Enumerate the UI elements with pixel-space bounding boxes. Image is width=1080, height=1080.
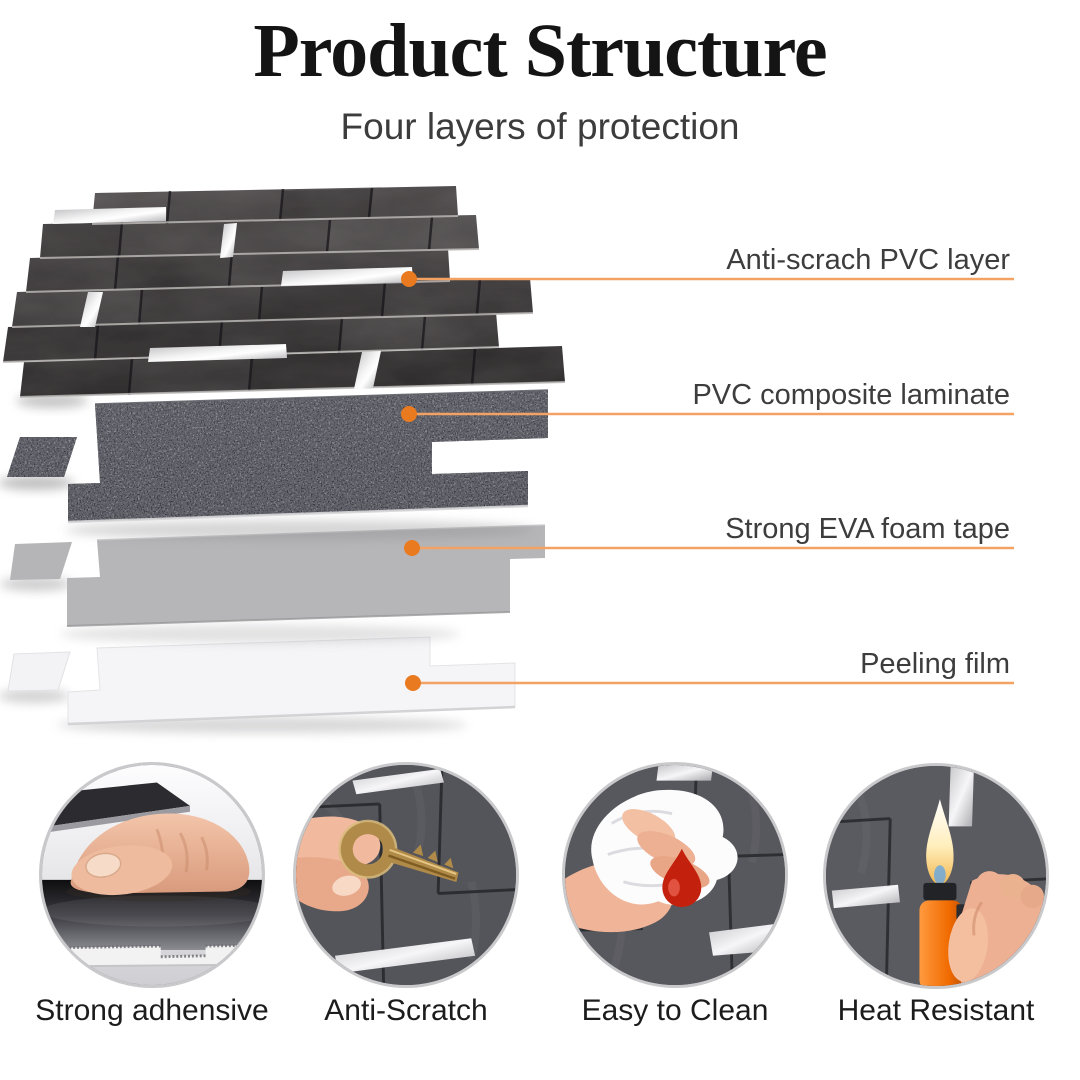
feature-caption-easy-to-clean: Easy to Clean xyxy=(581,994,769,1027)
lighter-flame-icon xyxy=(826,766,1046,986)
soft-shadows-mid xyxy=(0,577,460,643)
leader-line-peeling-film xyxy=(405,675,1014,691)
layer-stack-diagram xyxy=(0,186,1014,733)
feature-photo-anti-scratch xyxy=(293,762,519,988)
feature-photo-heat-resistant xyxy=(823,763,1049,989)
layer-label-laminate: PVC composite laminate xyxy=(692,379,1010,411)
leader-line-laminate xyxy=(401,406,1014,422)
film-layer xyxy=(7,636,516,726)
tile-seams xyxy=(93,187,482,396)
marble-layer xyxy=(2,186,566,398)
feature-caption-strong-adhesive: Strong adhensive xyxy=(35,994,269,1027)
feature-caption-anti-scratch: Anti-Scratch xyxy=(324,994,488,1027)
leader-lines xyxy=(401,271,1014,691)
leader-line-foam-tape xyxy=(404,540,1014,556)
feature-caption-heat-resistant: Heat Resistant xyxy=(837,994,1035,1027)
leader-line-pvc-layer xyxy=(401,271,1014,287)
layer-label-foam: Strong EVA foam tape xyxy=(725,513,1010,545)
layer-label-pvc: Anti-scrach PVC layer xyxy=(726,244,1010,276)
layer-label-film: Peeling film xyxy=(860,648,1010,680)
page-title: Product Structure xyxy=(253,9,827,93)
brass-key xyxy=(338,819,459,882)
hand-pressing-tile-icon xyxy=(42,765,262,985)
key-scratch-icon xyxy=(296,765,516,985)
wipe-and-drop-icon xyxy=(565,765,785,985)
page-subtitle: Four layers of protection xyxy=(340,106,740,147)
silver-accent-strips xyxy=(53,207,413,389)
feature-photo-easy-to-clean xyxy=(562,762,788,988)
soft-shadows-upper xyxy=(0,394,535,540)
feature-photo-strong-adhesive xyxy=(39,762,265,988)
foam-layer xyxy=(10,524,546,627)
